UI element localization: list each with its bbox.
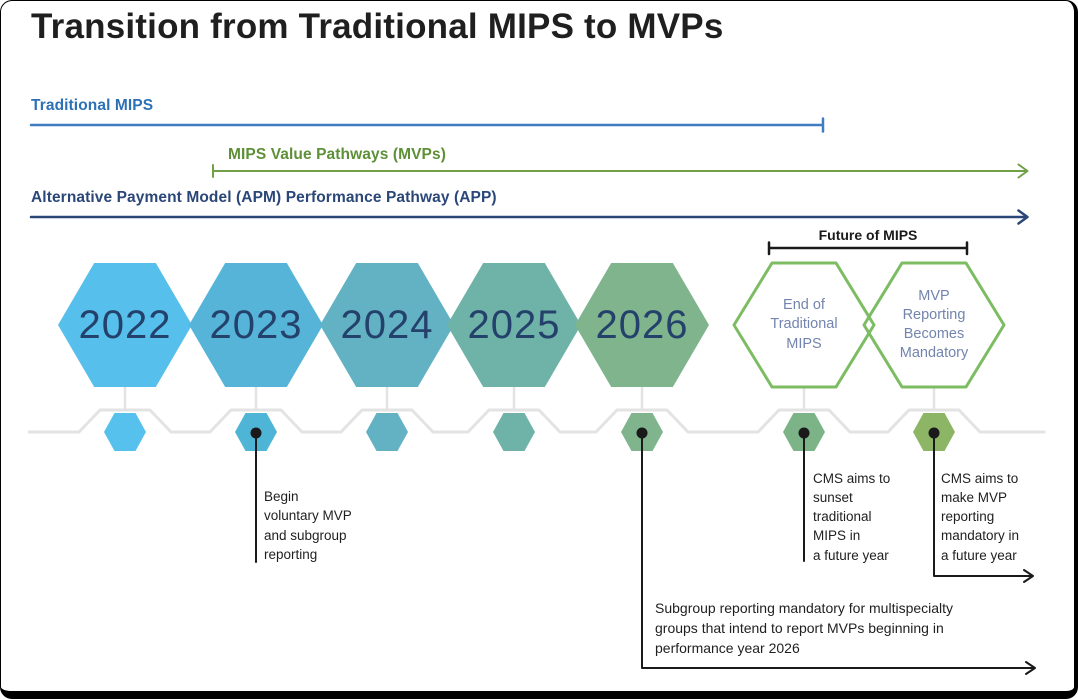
hex-2022: 2022 [58, 263, 192, 387]
hex-2023: 2023 [189, 263, 323, 387]
small-hex-2022 [104, 413, 146, 451]
hex-2025: 2025 [447, 263, 581, 387]
annotation-2026: Subgroup reporting mandatory for multisp… [655, 600, 954, 656]
app-line-arrow [29, 209, 1029, 225]
hex-end-mips-label: End of Traditional MIPS [734, 263, 874, 387]
small-hex-2025 [493, 413, 535, 451]
timeline-base-line [27, 408, 1046, 434]
hex-2026: 2026 [575, 263, 709, 387]
page-title: Transition from Traditional MIPS to MVPs [31, 7, 724, 46]
callout-dot-2026 [636, 427, 648, 439]
small-hex-2023 [235, 413, 277, 451]
mvps-line-arrow [212, 163, 1029, 179]
callout-dot-end-mips [798, 427, 810, 439]
hex-2026-label: 2026 [595, 302, 689, 347]
hex-2022-label: 2022 [78, 302, 172, 347]
small-hex-mvp-mandatory [913, 413, 955, 451]
small-hex-2024 [366, 413, 408, 451]
end-of-traditional-mips-text: End of Traditional MIPS [770, 297, 838, 352]
mvps-label: MIPS Value Pathways (MVPs) [228, 146, 446, 163]
callout-dot-2023 [250, 427, 262, 439]
mvp-reporting-mandatory-text: MVP Reporting Becomes Mandatory [899, 287, 969, 362]
callout-dot-mvp-mandatory [928, 427, 940, 439]
traditional-mips-line [29, 117, 825, 133]
traditional-mips-label: Traditional MIPS [31, 97, 154, 114]
hex-2023-label: 2023 [209, 302, 303, 347]
annotation-2023: Begin voluntary MVP and subgroup reporti… [264, 489, 352, 563]
hex-2024: 2024 [320, 263, 454, 387]
future-of-mips-label: Future of MIPS [818, 227, 918, 243]
app-label: Alternative Payment Model (APM) Performa… [31, 189, 497, 206]
annotation-mvp-mandatory: CMS aims to make MVP reporting mandatory… [941, 471, 1020, 563]
annotation-end-mips: CMS aims to sunset traditional MIPS in a… [813, 471, 891, 563]
node-connector-lines [123, 385, 936, 411]
future-of-mips-bracket [767, 241, 969, 256]
hex-mvp-mandatory-label: MVP Reporting Becomes Mandatory [864, 263, 1004, 387]
small-hex-end-mips [783, 413, 825, 451]
hex-2025-label: 2025 [467, 302, 561, 347]
small-hex-2026 [621, 413, 663, 451]
hex-2024-label: 2024 [340, 302, 434, 347]
